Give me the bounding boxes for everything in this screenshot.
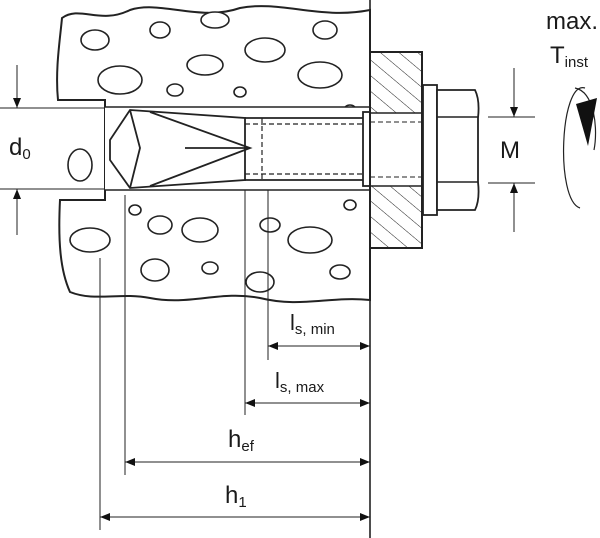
h1-sub: 1 bbox=[238, 494, 247, 511]
d0-label: d0 bbox=[9, 134, 31, 163]
extension-lines bbox=[99, 190, 269, 530]
hef-label: hef bbox=[228, 426, 254, 455]
ls-min-sub: s, min bbox=[294, 321, 335, 338]
hef-main: h bbox=[228, 426, 242, 453]
torque-rotation-icon bbox=[563, 87, 597, 209]
length-dimensions bbox=[100, 342, 370, 521]
m-label: M bbox=[500, 137, 520, 164]
m-dimension bbox=[488, 68, 535, 232]
washer bbox=[422, 84, 438, 216]
torque-max-label: max. bbox=[546, 8, 599, 35]
ls-max-sub: s, max bbox=[279, 379, 325, 396]
anchor-sleeve bbox=[109, 109, 370, 189]
ls-min-main: l bbox=[290, 310, 295, 335]
ls-max-label: ls, max bbox=[275, 368, 325, 396]
d0-dimension bbox=[0, 65, 105, 235]
d0-sub: 0 bbox=[22, 146, 31, 163]
hef-sub: ef bbox=[241, 438, 254, 455]
tinst-main: T bbox=[550, 42, 565, 69]
h1-main: h bbox=[225, 482, 239, 509]
ls-max-main: l bbox=[275, 368, 280, 393]
hex-nut bbox=[436, 89, 480, 211]
ls-min-label: ls, min bbox=[290, 310, 335, 338]
h1-label: h1 bbox=[225, 482, 247, 511]
tinst-sub: inst bbox=[564, 54, 589, 71]
aggregate-stones bbox=[67, 11, 357, 293]
torque-tinst-label: Tinst bbox=[550, 42, 589, 71]
d0-main: d bbox=[9, 134, 23, 161]
